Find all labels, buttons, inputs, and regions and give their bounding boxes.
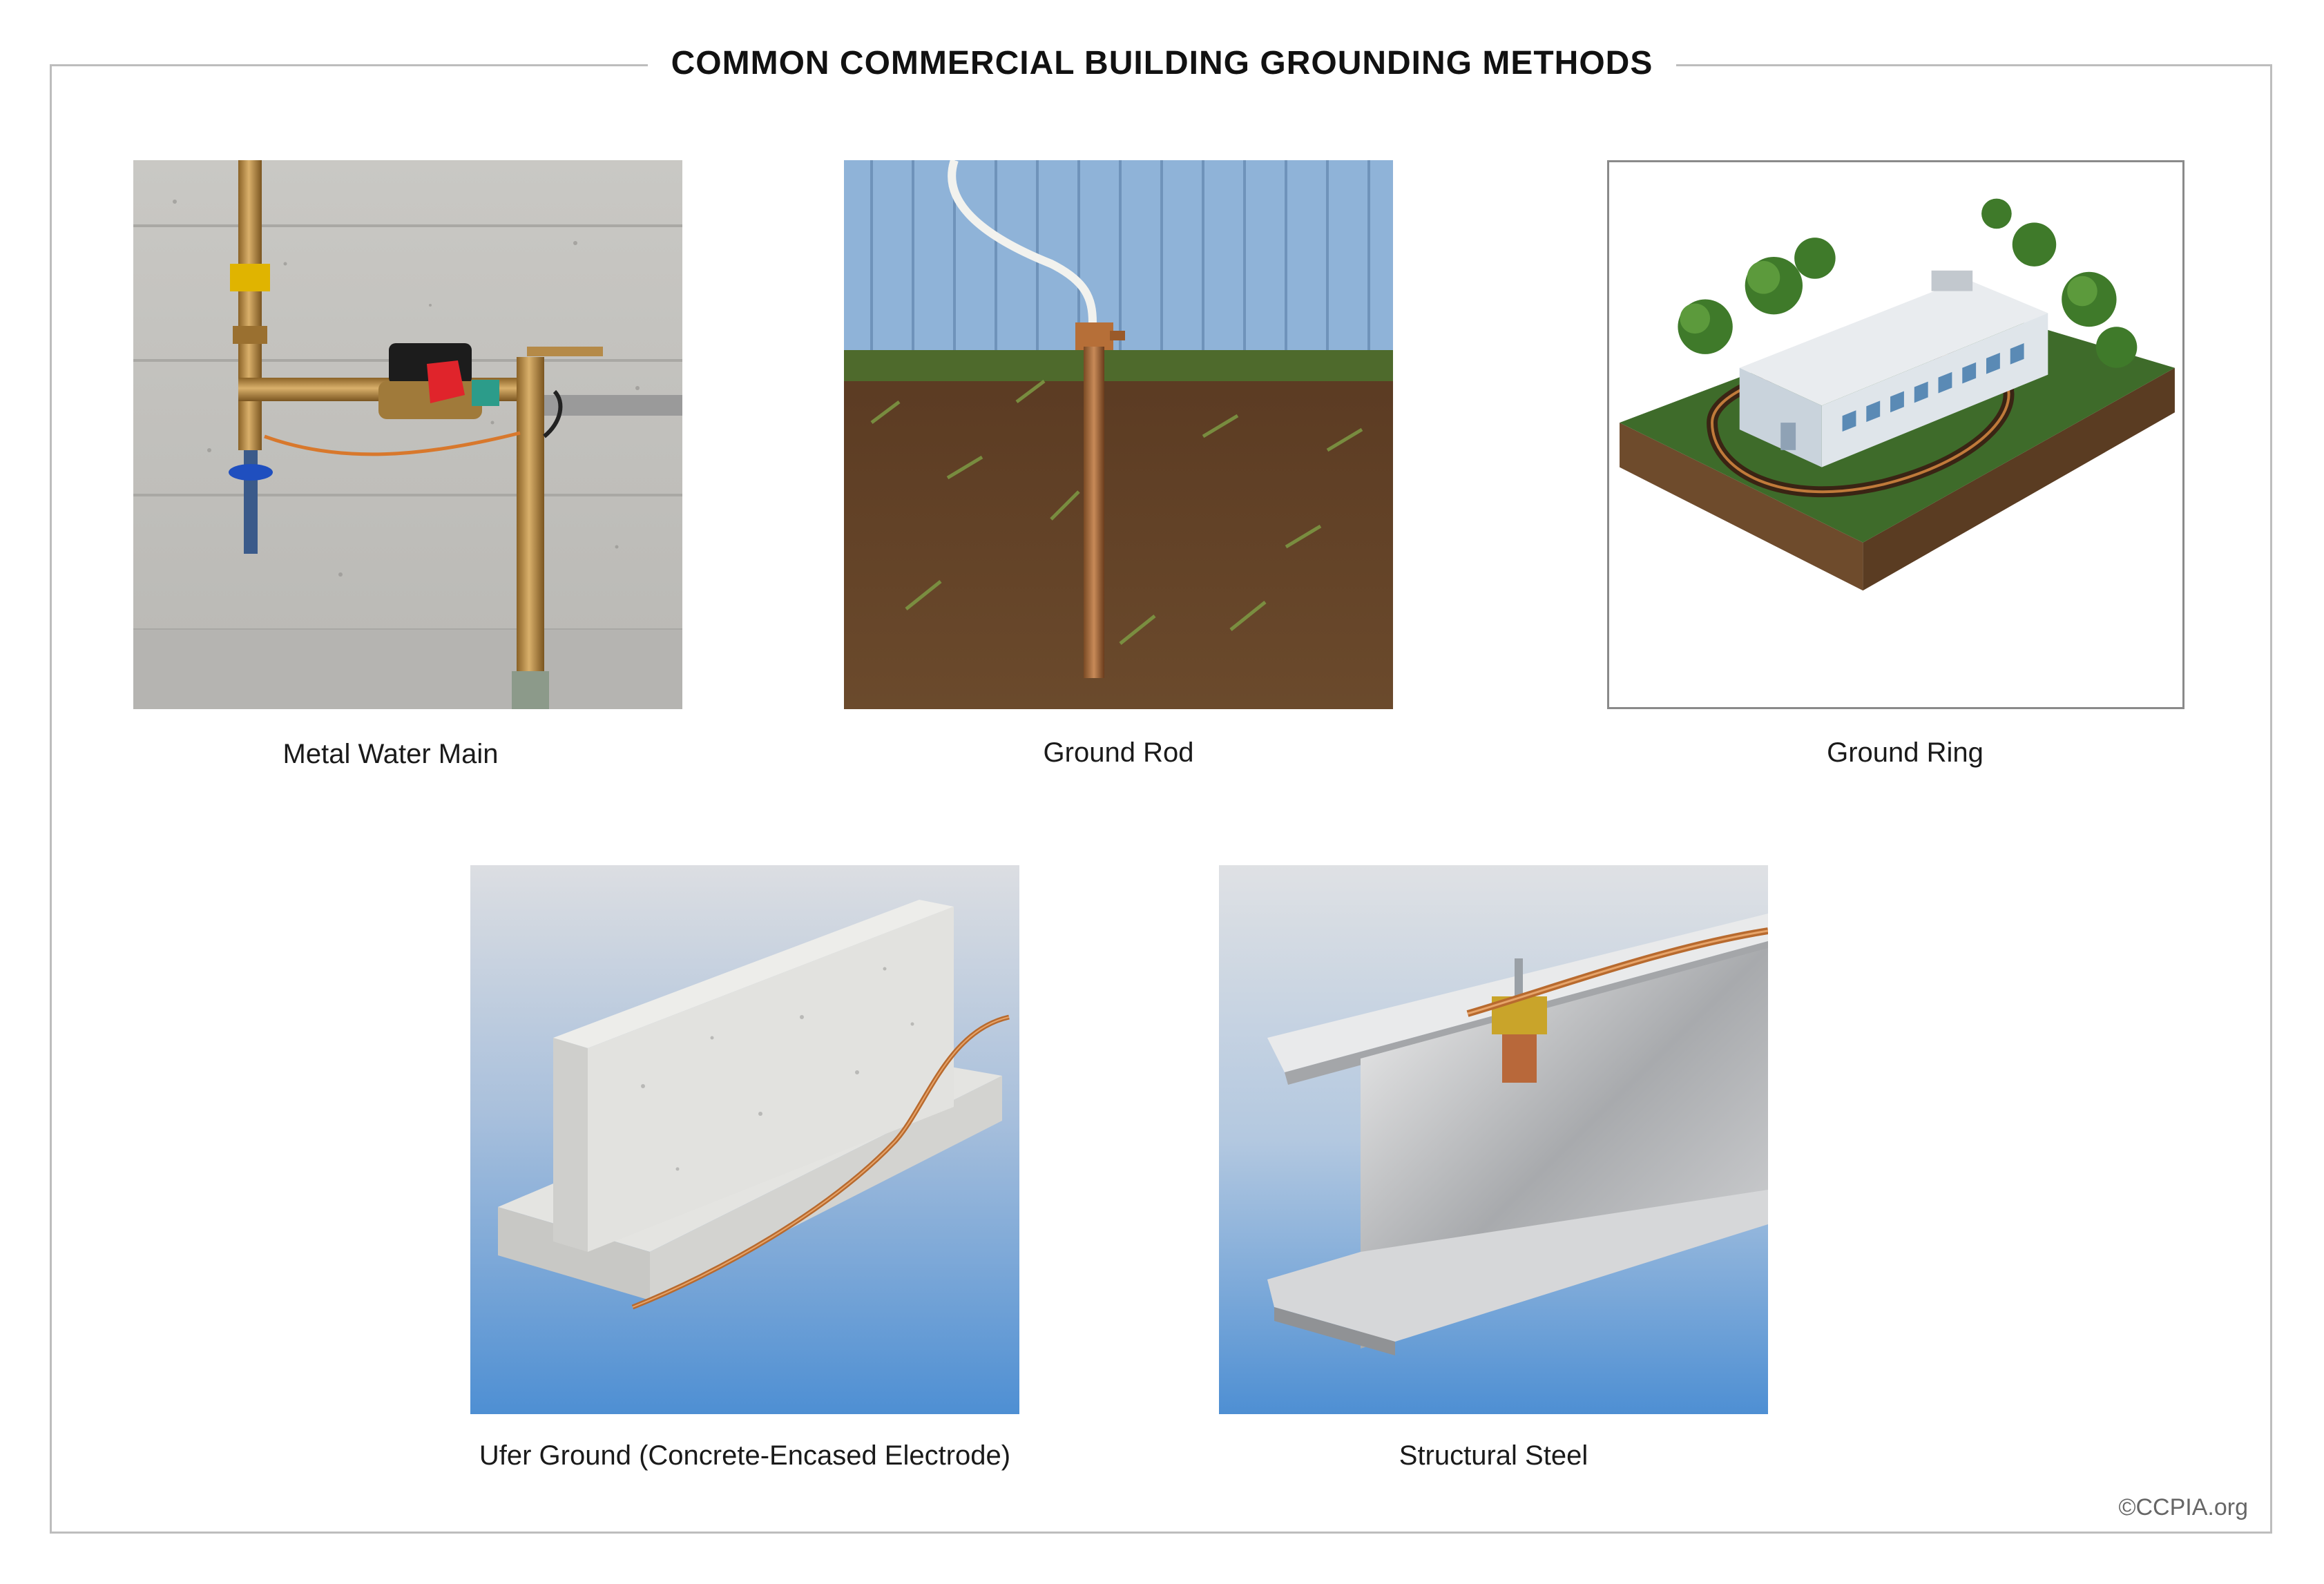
caption-ground-rod: Ground Rod [1043, 737, 1194, 768]
caption-structural-steel: Structural Steel [1399, 1440, 1588, 1471]
ufer-ground-illustration [470, 865, 1019, 1414]
ground-ring-illustration [1607, 160, 2184, 709]
title-bar: COMMON COMMERCIAL BUILDING GROUNDING MET… [0, 44, 2324, 82]
caption-metal-water-main: Metal Water Main [282, 739, 499, 769]
diagram-title: COMMON COMMERCIAL BUILDING GROUNDING MET… [647, 44, 1677, 82]
caption-ufer-ground: Ufer Ground (Concrete-Encased Electrode) [479, 1440, 1011, 1471]
water-main-illustration [133, 160, 682, 709]
caption-ground-ring: Ground Ring [1827, 737, 1984, 768]
ground-rod-illustration [844, 160, 1393, 709]
copyright-credit: ©CCPIA.org [2118, 1494, 2248, 1520]
structural-steel-illustration [1219, 865, 1768, 1414]
